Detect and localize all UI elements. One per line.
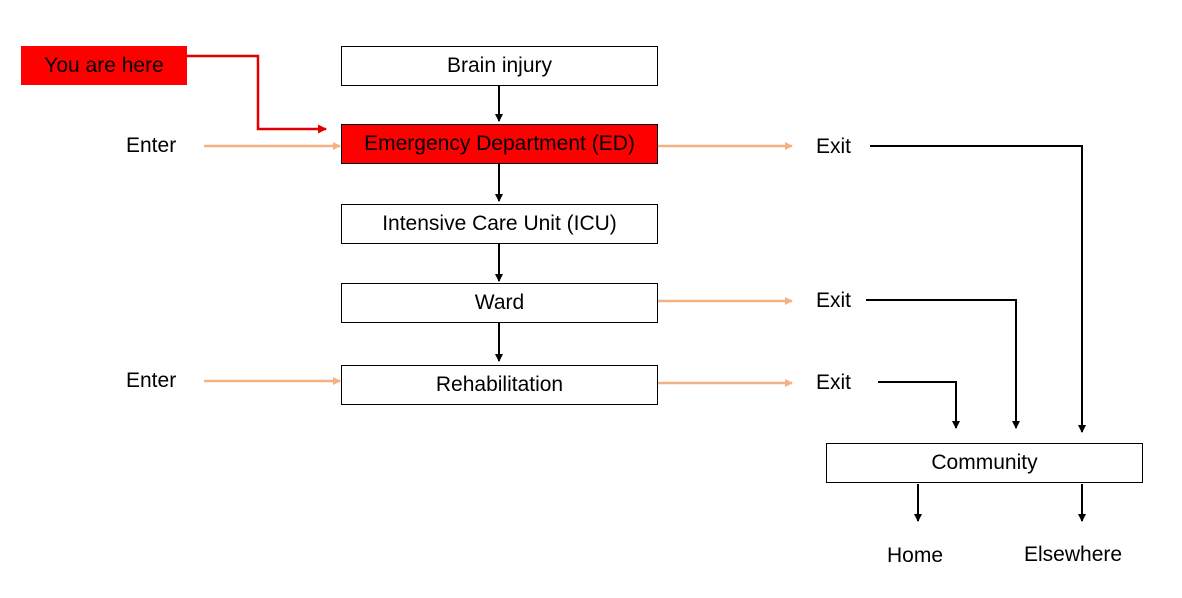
stage-ward: Ward <box>341 283 658 323</box>
stage-brain-injury: Brain injury <box>341 46 658 86</box>
label-elsewhere: Elsewhere <box>1024 543 1123 566</box>
label-exit-rehab: Exit <box>816 371 852 394</box>
label-enter-ed: Enter <box>126 134 177 157</box>
arrow-ward-exit-to-community <box>866 299 1020 429</box>
arrow-ed-exit-to-community <box>870 145 1086 433</box>
you-are-here-marker: You are here <box>21 46 187 85</box>
stage-rehabilitation: Rehabilitation <box>341 365 658 405</box>
label-exit-ed: Exit <box>816 135 852 158</box>
label-enter-rehab: Enter <box>126 369 177 392</box>
stage-icu: Intensive Care Unit (ICU) <box>341 204 658 244</box>
stage-emergency-department: Emergency Department (ED) <box>341 124 658 164</box>
label-exit-ward: Exit <box>816 289 852 312</box>
label-home: Home <box>887 544 944 567</box>
stage-community: Community <box>826 443 1143 483</box>
arrow-rehab-exit-to-community <box>878 381 960 429</box>
you-are-here-arrow <box>187 54 327 134</box>
